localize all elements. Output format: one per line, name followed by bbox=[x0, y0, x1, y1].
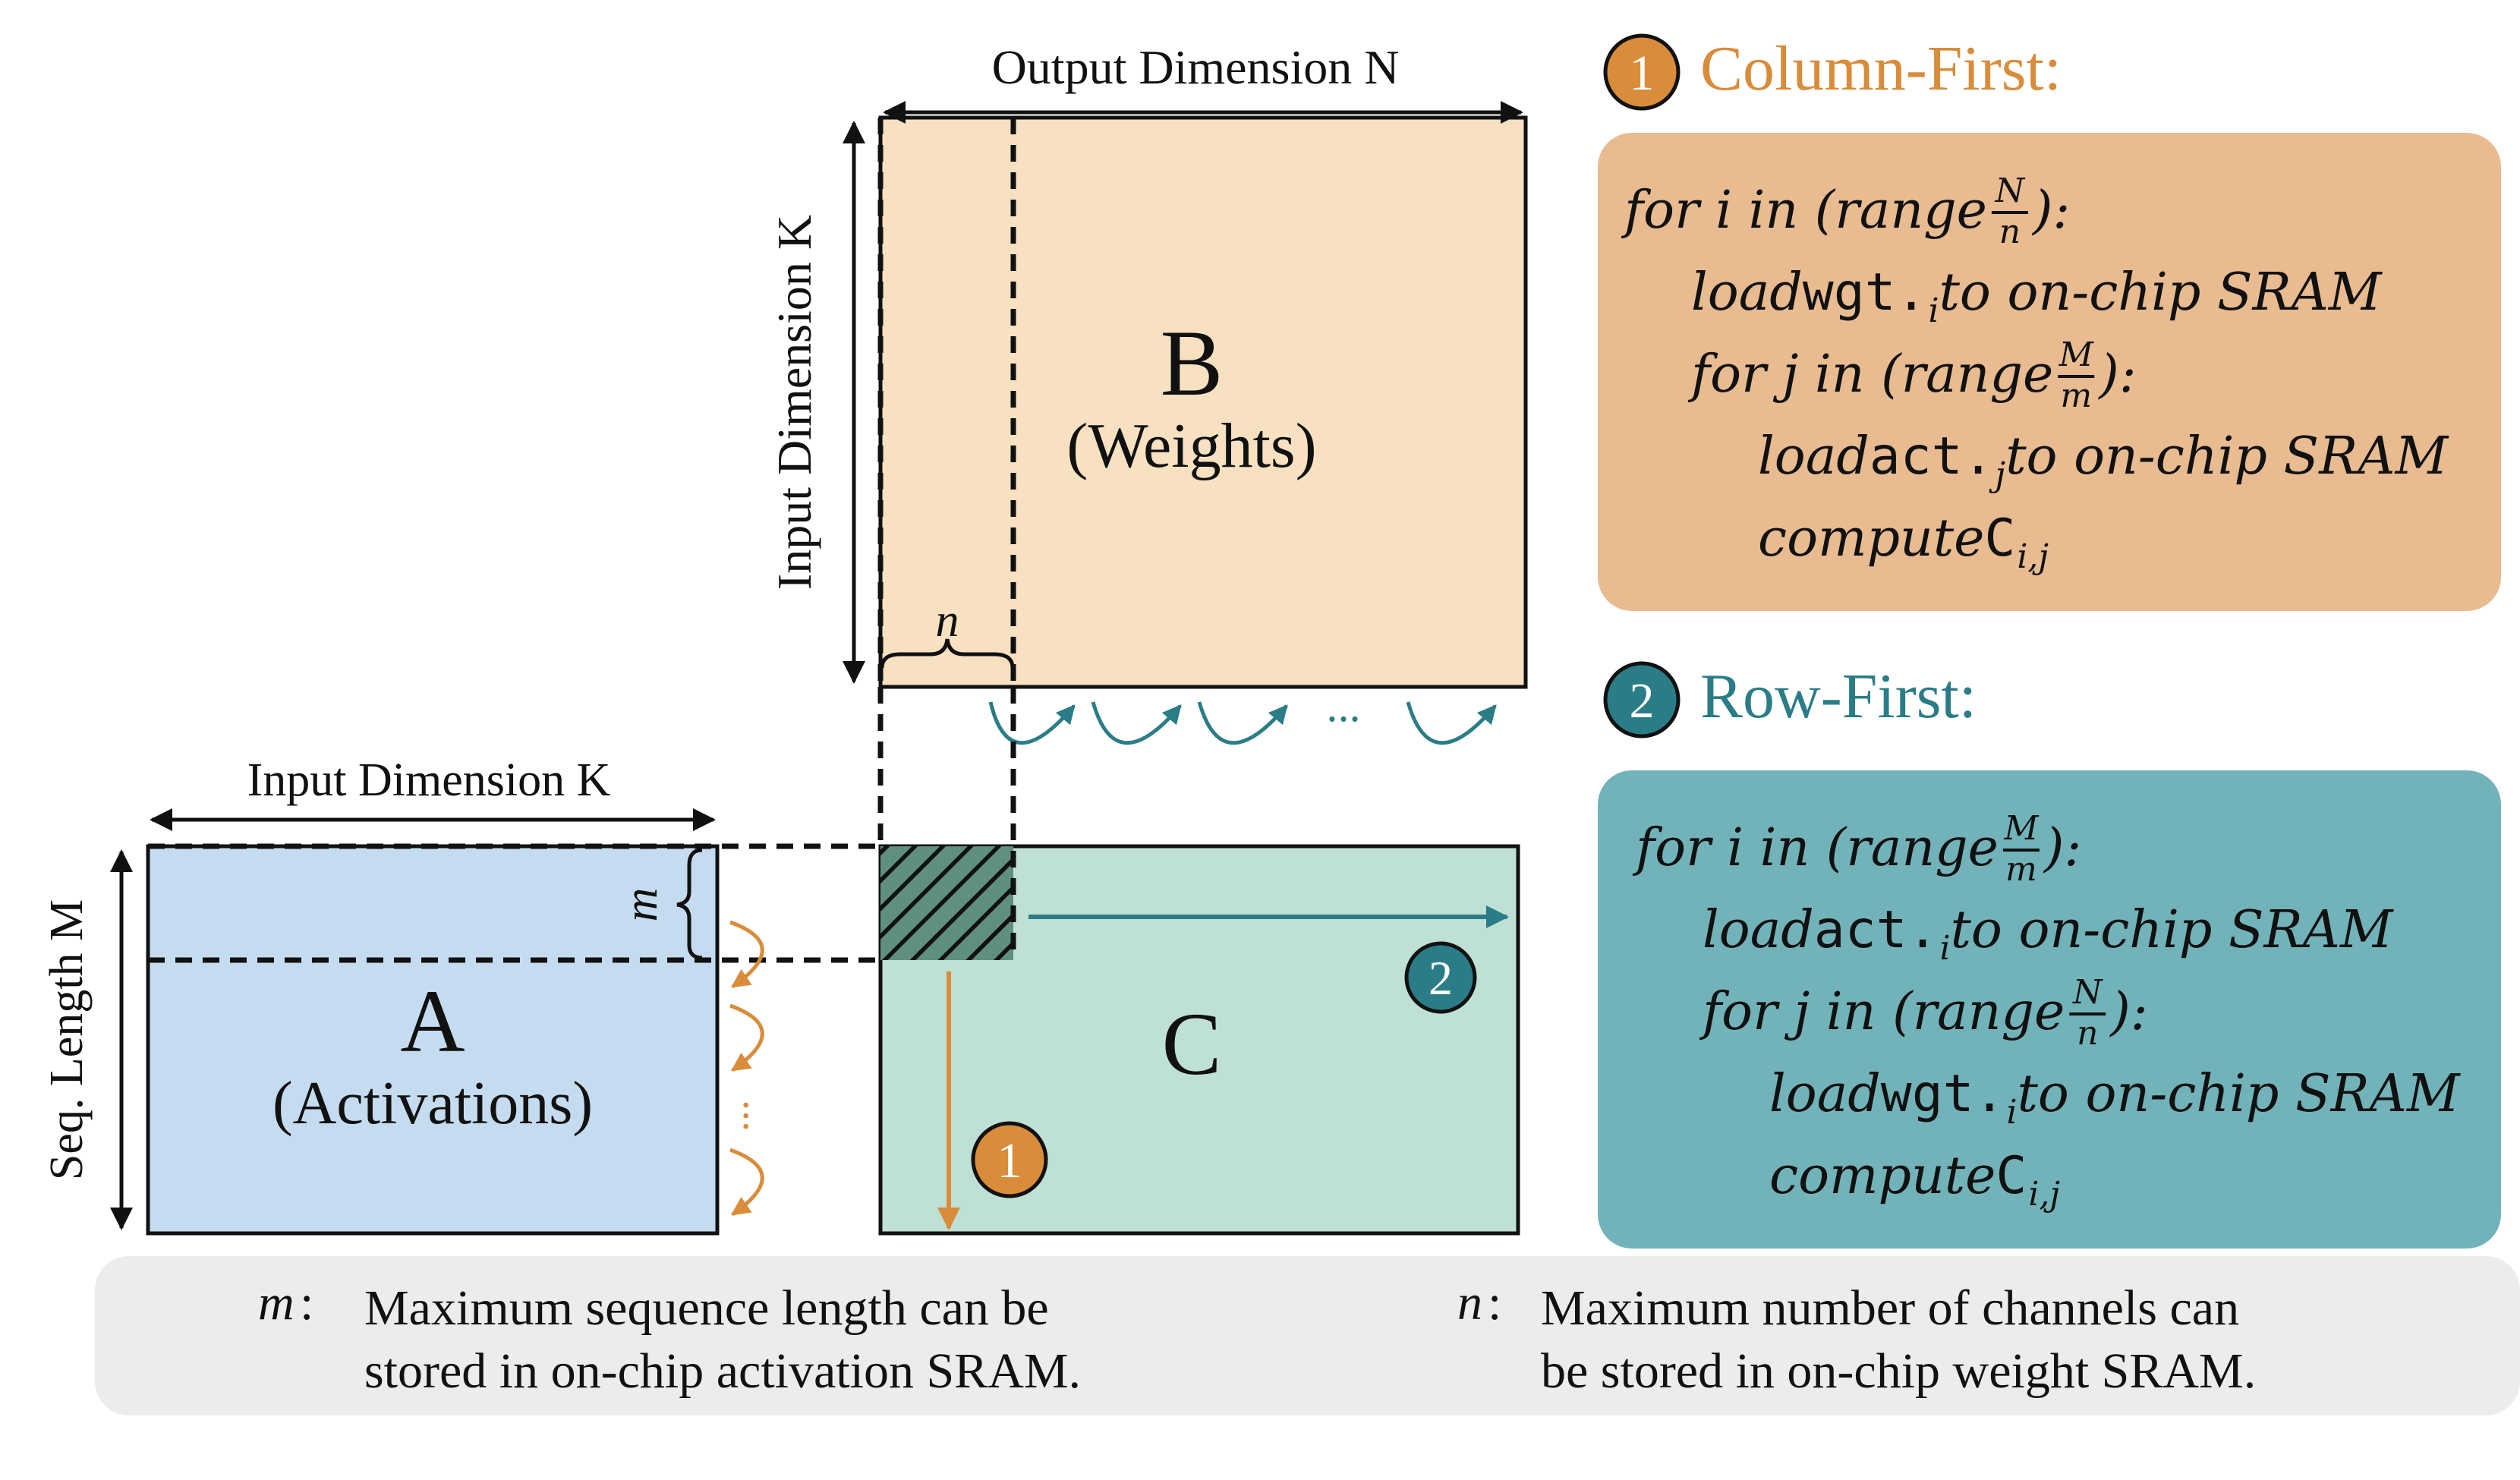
column-first-code-token: act. bbox=[1870, 427, 1994, 487]
column-first-badge bbox=[1603, 33, 1681, 111]
teal-hop-arrow-4 bbox=[1406, 701, 1497, 745]
column-first-badge-c-text: 1 bbox=[997, 1133, 1022, 1189]
column-first-code-fraction-denominator: m bbox=[2060, 376, 2092, 415]
teal-hop-arrow-2 bbox=[1091, 701, 1182, 745]
m-brace bbox=[676, 848, 703, 960]
row-first-code-fraction-numerator: N bbox=[2072, 973, 2103, 1012]
row-first-code-line-3-text: for j in (range bbox=[1699, 982, 2065, 1042]
row-first-code-fraction-denominator: n bbox=[2077, 1014, 2098, 1053]
row-first-badge-text: 2 bbox=[1630, 673, 1655, 729]
column-first-code-token: C bbox=[1984, 509, 2015, 568]
orange-hop-arrow-2 bbox=[729, 1003, 764, 1072]
teal-hop-arrow-3 bbox=[1197, 701, 1288, 745]
legend-n-line-2: be stored in on-chip weight SRAM. bbox=[1541, 1343, 2256, 1399]
column-first-code-token: wgt. bbox=[1803, 263, 1927, 323]
row-first-code-token: act. bbox=[1814, 900, 1939, 960]
row-first-code-line-1-tail: ): bbox=[2043, 818, 2081, 878]
column-first-badge-text: 1 bbox=[1630, 46, 1655, 101]
column-first-code-panel bbox=[1598, 133, 2501, 611]
column-first-code-line-3-text: for j in (range bbox=[1687, 345, 2053, 405]
row-first-code-line-5-text: compute bbox=[1769, 1146, 1996, 1206]
column-first-code-line-2-text: load bbox=[1691, 263, 1803, 323]
legend-n-colon: : bbox=[1488, 1275, 1501, 1330]
legend-m-line-2: stored in on-chip activation SRAM. bbox=[364, 1343, 1081, 1399]
row-first-code-line-1-text: for i in (range bbox=[1632, 818, 1999, 878]
column-first-badge-c: 1 bbox=[971, 1121, 1048, 1198]
column-first-code-line-4: load act.j to on-chip SRAM bbox=[1758, 427, 2449, 494]
row-first-code-subscript: i,j bbox=[2028, 1175, 2060, 1214]
column-first-code-line-2: load wgt.i to on-chip SRAM bbox=[1691, 263, 2383, 330]
orange-hop-ellipsis: ... bbox=[710, 1100, 758, 1132]
row-first-badge-c: 2 bbox=[1404, 941, 1477, 1014]
matrix-b-rect bbox=[878, 115, 1528, 689]
column-first-code-fraction-numerator: N bbox=[1995, 172, 2026, 210]
column-first-code-line-3-tail: ): bbox=[2097, 345, 2136, 405]
column-first-code-line-4-tail: to on-chip SRAM bbox=[2005, 427, 2449, 487]
row-first-header: 2 Row-First: bbox=[1603, 661, 1977, 738]
n-brace-label: n bbox=[936, 595, 959, 647]
column-first-title: Column-First: bbox=[1700, 33, 2062, 104]
m-brace-label: m bbox=[616, 888, 667, 922]
row-first-code-line-4-text: load bbox=[1769, 1064, 1881, 1124]
row-first-code-line-2-text: load bbox=[1703, 900, 1814, 960]
teal-hop-ellipsis: ... bbox=[1327, 681, 1361, 731]
row-first-code-line-2: load act.i to on-chip SRAM bbox=[1703, 900, 2395, 968]
legend-m-line-1: Maximum sequence length can be bbox=[364, 1280, 1049, 1336]
legend-n-line-1: Maximum number of channels can bbox=[1541, 1280, 2239, 1336]
legend-m-colon: : bbox=[300, 1275, 313, 1330]
column-first-code-subscript: i bbox=[1929, 291, 1939, 330]
matrix-b-letter: B bbox=[1161, 311, 1224, 415]
row-first-code-subscript: i bbox=[1940, 929, 1951, 968]
column-first-header: 1 Column-First: bbox=[1603, 33, 2062, 111]
column-first-code-line-5-text: compute bbox=[1758, 509, 1984, 568]
row-first-code-subscript: i bbox=[2007, 1093, 2018, 1132]
matrix-a-caption: (Activations) bbox=[272, 1070, 593, 1137]
row-first-code-line-4: load wgt.i to on-chip SRAM bbox=[1769, 1064, 2462, 1132]
matrix-a-rect bbox=[146, 844, 720, 1236]
matrix-b-caption: (Weights) bbox=[1066, 411, 1316, 481]
row-first-title: Row-First: bbox=[1700, 661, 1977, 732]
orange-hop-arrow-3 bbox=[729, 1148, 764, 1217]
column-first-code-fraction-denominator: n bbox=[1999, 213, 2021, 251]
row-first-code-line-3-tail: ): bbox=[2109, 982, 2147, 1042]
row-first-code-line-2-tail: to on-chip SRAM bbox=[1951, 900, 2395, 960]
column-first-code-fraction-numerator: M bbox=[2059, 335, 2094, 374]
a-input-dim-label: Input Dimension K bbox=[247, 754, 611, 806]
matrix-a-letter: A bbox=[400, 971, 465, 1071]
orange-hop-arrow-1 bbox=[729, 920, 764, 989]
column-first-code-subscript: i,j bbox=[2017, 537, 2049, 576]
column-first-code-line-4-text: load bbox=[1758, 427, 1870, 487]
row-first-code-token: wgt. bbox=[1881, 1064, 2005, 1124]
row-first-badge-c-text: 2 bbox=[1429, 951, 1453, 1005]
column-first-code-line-2-tail: to on-chip SRAM bbox=[1939, 263, 2383, 323]
output-tile-hatched bbox=[880, 846, 1013, 960]
legend-box bbox=[95, 1256, 2520, 1415]
teal-hop-arrow-1 bbox=[988, 701, 1076, 745]
row-first-code-line-4-tail: to on-chip SRAM bbox=[2018, 1064, 2462, 1124]
row-first-code-fraction-numerator: M bbox=[2003, 809, 2039, 848]
legend-n-symbol: n bbox=[1457, 1275, 1482, 1330]
b-input-dim-label: Input Dimension K bbox=[767, 215, 821, 590]
column-first-code-line-1-tail: ): bbox=[2031, 181, 2070, 241]
legend-m-symbol: m bbox=[258, 1275, 295, 1330]
n-brace bbox=[880, 638, 1015, 669]
column-first-code-line-1-text: for i in (range bbox=[1621, 181, 1987, 241]
row-first-code-fraction-denominator: m bbox=[2005, 850, 2037, 889]
row-first-code-panel bbox=[1598, 770, 2501, 1249]
output-dim-label: Output Dimension N bbox=[992, 40, 1400, 94]
matrix-c-letter: C bbox=[1162, 994, 1222, 1094]
seq-length-label: Seq. Length M bbox=[41, 899, 93, 1180]
row-first-code-token: C bbox=[1996, 1146, 2027, 1206]
row-first-badge bbox=[1603, 661, 1681, 738]
